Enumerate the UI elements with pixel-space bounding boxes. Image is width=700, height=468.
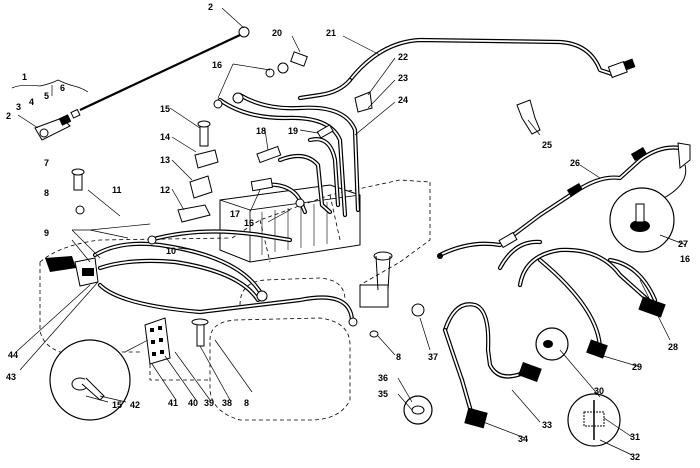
callout-32: 32 xyxy=(630,452,640,462)
callout-16: 16 xyxy=(680,254,690,264)
callout-21: 21 xyxy=(326,28,336,38)
callout-18: 18 xyxy=(256,126,266,136)
callout-34: 34 xyxy=(518,434,528,444)
engine-block-outline xyxy=(39,179,431,421)
callout-16: 16 xyxy=(244,218,254,228)
callout-8: 8 xyxy=(244,398,249,408)
callout-30: 30 xyxy=(594,386,604,396)
fuel-line-21 xyxy=(297,37,636,101)
callout-16: 16 xyxy=(212,60,222,70)
callout-29: 29 xyxy=(632,362,642,372)
injector-lines-middle xyxy=(250,124,341,215)
fuel-line-26 xyxy=(437,142,691,259)
callout-33: 33 xyxy=(542,420,552,430)
callout-2: 2 xyxy=(6,111,11,121)
callout-28: 28 xyxy=(668,342,678,352)
callout-3: 3 xyxy=(16,102,21,112)
callout-22: 22 xyxy=(398,52,408,62)
callout-19: 19 xyxy=(288,126,298,136)
callout-13: 13 xyxy=(160,155,170,165)
throttle-rod-assembly xyxy=(34,26,250,141)
callout-26: 26 xyxy=(570,158,580,168)
callout-labels: 1 2 2 3 4 5 6 7 8 8 8 9 10 11 12 13 14 1… xyxy=(6,2,690,462)
leader-lines xyxy=(11,7,687,456)
callout-4: 4 xyxy=(29,97,34,107)
callout-20: 20 xyxy=(272,28,282,38)
clamp-parts xyxy=(71,120,219,223)
callout-11: 11 xyxy=(112,185,122,195)
callout-15: 15 xyxy=(160,104,170,114)
callout-17: 17 xyxy=(230,209,240,219)
callout-6: 6 xyxy=(60,83,65,93)
callout-24: 24 xyxy=(398,95,408,105)
return-lines-22-24 xyxy=(213,51,541,218)
injector-lines-bottom xyxy=(403,302,542,429)
callout-35: 35 xyxy=(378,389,388,399)
injector-lines-lower xyxy=(45,229,358,327)
callout-10: 10 xyxy=(166,246,176,256)
callout-9: 9 xyxy=(44,228,49,238)
callout-2: 2 xyxy=(208,2,213,12)
callout-7: 7 xyxy=(44,158,49,168)
callout-12: 12 xyxy=(160,185,170,195)
callout-23: 23 xyxy=(398,73,408,83)
callout-15: 15 xyxy=(112,400,122,410)
callout-42: 42 xyxy=(130,400,140,410)
injection-pump xyxy=(219,184,393,338)
callout-36: 36 xyxy=(378,373,388,383)
injector-lines-right xyxy=(497,239,666,447)
callout-5: 5 xyxy=(44,91,49,101)
callout-43: 43 xyxy=(6,372,16,382)
callout-37: 37 xyxy=(428,352,438,362)
callout-25: 25 xyxy=(542,140,552,150)
callout-41: 41 xyxy=(168,398,178,408)
callout-31: 31 xyxy=(630,432,640,442)
callout-1: 1 xyxy=(22,72,27,82)
callout-27: 27 xyxy=(678,239,688,249)
callout-14: 14 xyxy=(160,132,170,142)
callout-44: 44 xyxy=(8,350,18,360)
callout-38: 38 xyxy=(222,398,232,408)
callout-8: 8 xyxy=(396,352,401,362)
callout-8: 8 xyxy=(44,188,49,198)
bracket-assembly xyxy=(49,317,209,421)
callout-39: 39 xyxy=(204,398,214,408)
callout-40: 40 xyxy=(188,398,198,408)
